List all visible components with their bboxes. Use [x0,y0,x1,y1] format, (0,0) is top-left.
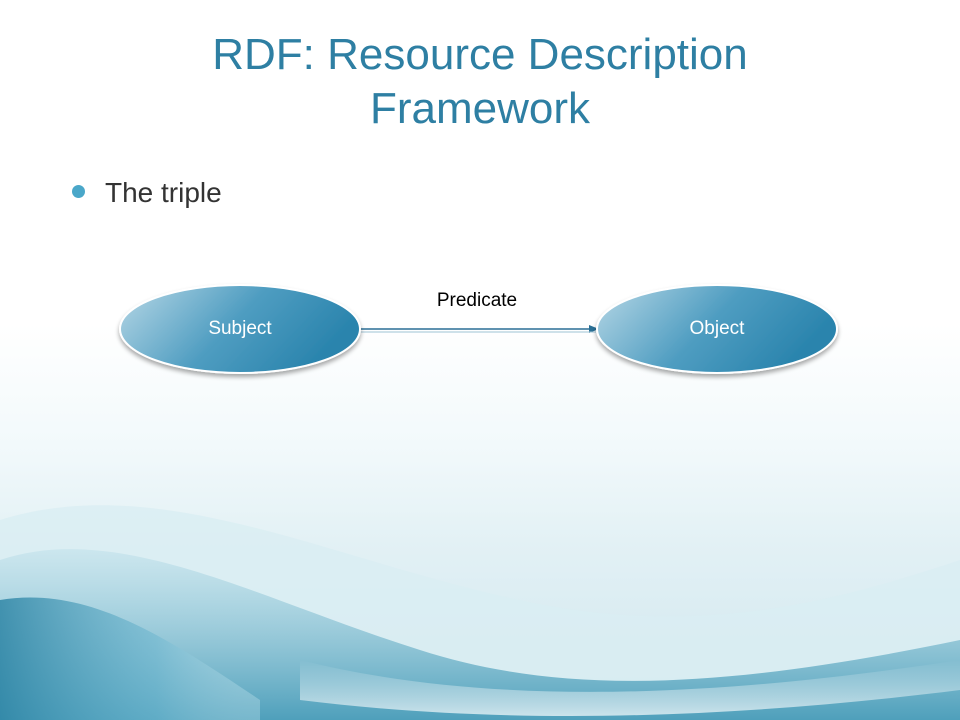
wave-mid [0,549,960,720]
subject-node [119,284,361,374]
subject-node-label: Subject [208,318,272,339]
wave-front [0,597,260,720]
predicate-edge-label: Predicate [436,290,518,311]
slide-title: RDF: Resource Description Framework [212,30,748,133]
wave-highlight [300,660,960,717]
bullet-item: The triple [72,176,222,210]
object-node-label: Object [689,318,745,339]
object-node [596,284,838,374]
bullet-text: The triple [105,177,222,208]
bullet-dot-icon [72,184,85,198]
